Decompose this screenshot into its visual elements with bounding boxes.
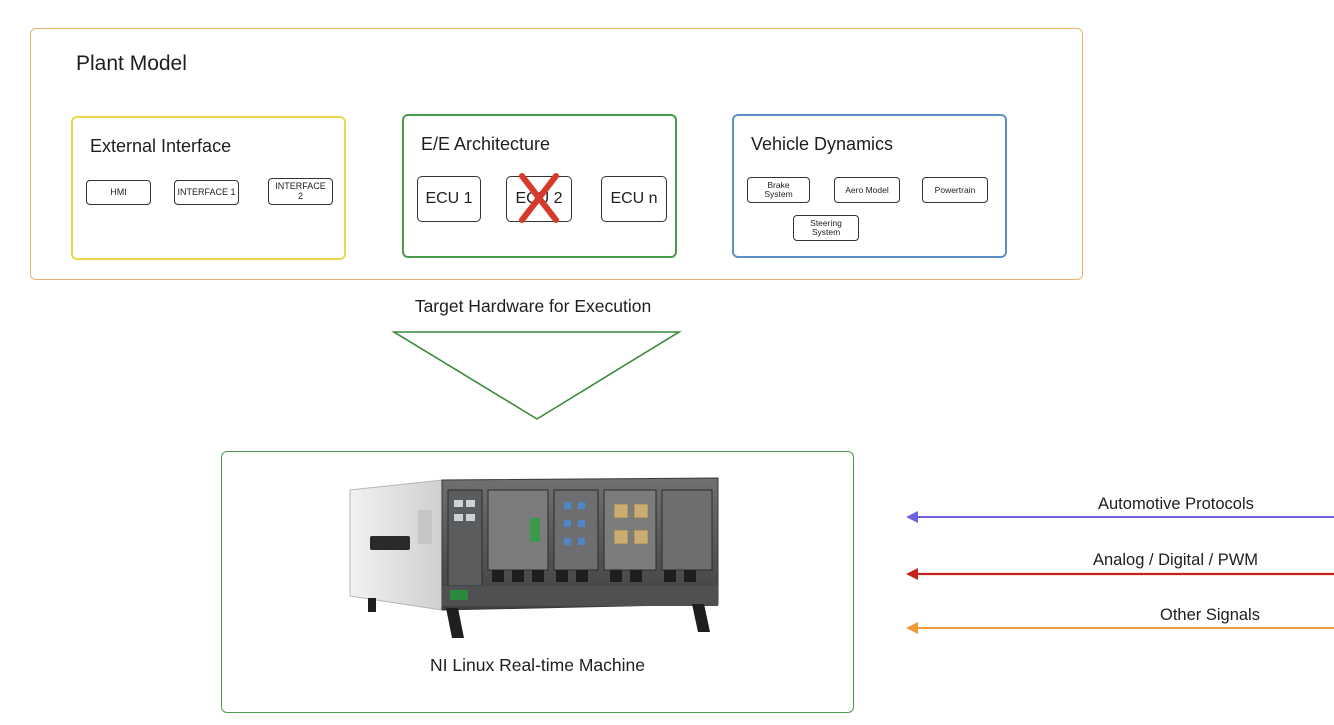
other-signals-label: Other Signals (1160, 606, 1260, 624)
analog-digital-pwm-arrow (906, 568, 1334, 580)
ecu-1-block: ECU 1 (417, 176, 481, 222)
cross-mark-icon (519, 173, 559, 223)
target-hardware-label: Target Hardware for Execution (414, 296, 652, 316)
vehicle-dynamics-title: Vehicle Dynamics (751, 134, 894, 154)
external-interface-title: External Interface (90, 136, 232, 156)
plant-model-title: Plant Model (76, 52, 187, 75)
interface-2-block: INTERFACE 2 (268, 178, 333, 205)
other-signals-arrow (906, 622, 1334, 634)
ni-machine-label: NI Linux Real-time Machine (430, 655, 645, 675)
automotive-protocols-label: Automotive Protocols (1098, 495, 1254, 513)
ecu-n-block: ECU n (601, 176, 667, 222)
powertrain-block: Powertrain (922, 177, 988, 203)
external-interface-panel: External Interface HMI INTERFACE 1 INTER… (71, 116, 346, 260)
vehicle-dynamics-panel: Vehicle Dynamics Brake System Aero Model… (732, 114, 1007, 258)
aero-model-block: Aero Model (834, 177, 900, 203)
ee-architecture-panel: E/E Architecture ECU 1 ECU 2 ECU n (402, 114, 677, 258)
analog-digital-pwm-label: Analog / Digital / PWM (1093, 551, 1259, 569)
automotive-protocols-arrow (906, 511, 1334, 523)
funnel-triangle (391, 331, 682, 420)
ee-architecture-title: E/E Architecture (421, 134, 551, 154)
interface-1-block: INTERFACE 1 (174, 180, 239, 205)
ni-pxi-chassis-icon (349, 477, 719, 638)
steering-system-block: Steering System (793, 215, 859, 241)
brake-system-block: Brake System (747, 177, 810, 203)
hmi-block: HMI (86, 180, 151, 205)
